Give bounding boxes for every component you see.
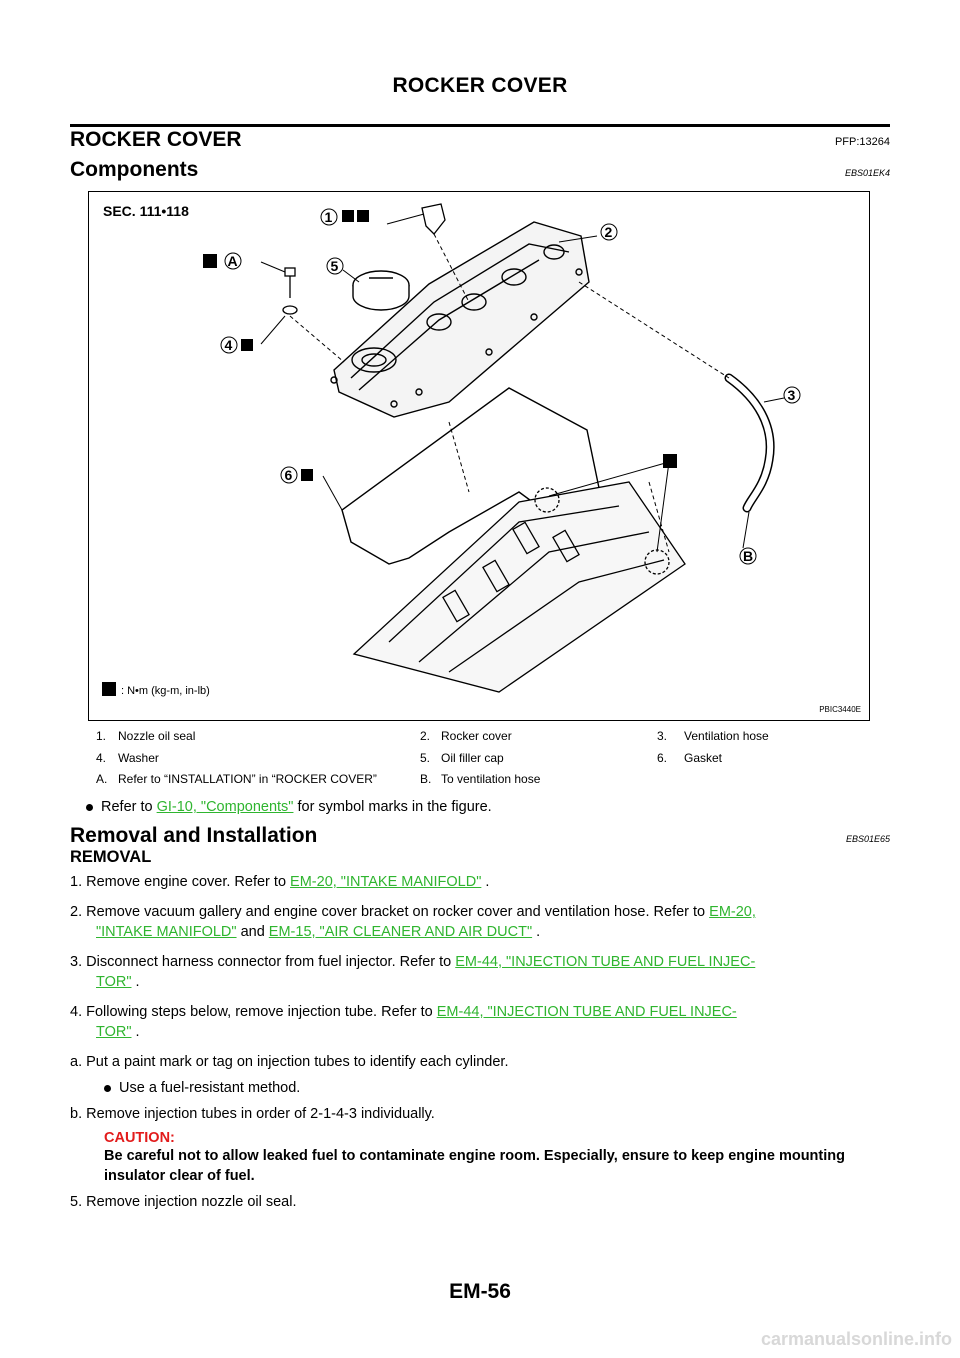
legend-1-text: Nozzle oil seal	[118, 729, 196, 743]
legend-A-num: A.	[96, 772, 108, 786]
running-header: ROCKER COVER	[392, 74, 568, 97]
callout-6: 6	[285, 467, 293, 483]
cylinder-head-drawing	[352, 481, 686, 693]
caution-text: Be careful not to allow leaked fuel to c…	[104, 1148, 845, 1184]
legend-6-num: 6.	[657, 751, 668, 765]
legend-5-num: 5.	[420, 751, 431, 765]
components-doc-code: EBS01EK4	[844, 168, 890, 178]
legend-4-text: Washer	[118, 751, 159, 765]
legend-3-text: Ventilation hose	[684, 729, 769, 743]
section-title: ROCKER COVER	[70, 128, 242, 151]
watermark: carmanualsonline.info	[760, 1329, 952, 1349]
components-figure: SEC. 111•118	[88, 191, 870, 721]
legend-2-num: 2.	[420, 729, 431, 743]
symbol-note: Refer to GI-10, "Components" for symbol …	[86, 799, 492, 815]
torque-symbol-icon	[203, 254, 217, 268]
legend-3-num: 3.	[657, 729, 668, 743]
figure-code: PBIC3440E	[819, 705, 861, 714]
legend-2-text: Rocker cover	[441, 729, 512, 743]
step-2: 2. Remove vacuum gallery and engine cove…	[70, 904, 756, 920]
legend-B-text: To ventilation hose	[441, 772, 541, 786]
rocker-cover-drawing	[330, 221, 590, 418]
oil-filler-cap-drawing	[352, 270, 410, 311]
part-code: PFP:13264	[834, 136, 890, 148]
header-rule	[70, 124, 890, 127]
sec-label: SEC. 111•118	[103, 203, 189, 219]
step-3: 3. Disconnect harness connector from fue…	[70, 954, 756, 970]
step-a: a. Put a paint mark or tag on injection …	[70, 1054, 509, 1070]
lubricate-icon	[357, 210, 369, 222]
caution-label: CAUTION:	[104, 1130, 175, 1146]
page-number: EM-56	[449, 1280, 511, 1303]
legend-1-num: 1.	[96, 729, 107, 743]
gi-10-components-link[interactable]: GI-10, "Components"	[156, 799, 294, 815]
removal-installation-heading: Removal and Installation	[70, 824, 318, 847]
legend-4-num: 4.	[96, 751, 107, 765]
note-post: for symbol marks in the figure.	[293, 799, 492, 815]
em-44-injection-link-2-cont[interactable]: TOR"	[96, 1024, 132, 1040]
em-20-link[interactable]: EM-20,	[709, 904, 756, 920]
em-15-air-cleaner-link[interactable]: EM-15, "AIR CLEANER AND AIR DUCT"	[268, 924, 533, 940]
step-3-cont: TOR" .	[96, 974, 140, 990]
callout-2: 2	[605, 224, 613, 240]
torque-symbol-icon	[102, 682, 116, 696]
not-reusable-icon	[301, 469, 313, 481]
em-44-injection-link-cont[interactable]: TOR"	[96, 974, 132, 990]
step-a-bullet: Use a fuel-resistant method.	[104, 1078, 890, 1098]
legend-6-text: Gasket	[684, 751, 723, 765]
legend-A-text: Refer to “INSTALLATION” in “ROCKER COVER…	[118, 772, 377, 786]
em-44-injection-link-2[interactable]: EM-44, "INJECTION TUBE AND FUEL INJEC-	[436, 1004, 737, 1020]
callout-leaders	[260, 213, 785, 553]
components-heading: Components	[70, 158, 199, 181]
not-reusable-icon	[342, 210, 354, 222]
step-5: 5. Remove injection nozzle oil seal.	[70, 1194, 297, 1210]
removal-installation-doc-code: EBS01E65	[845, 834, 890, 844]
callout-B: B	[743, 548, 753, 564]
callout-3: 3	[788, 387, 796, 403]
em-20-intake-manifold-link[interactable]: EM-20, "INTAKE MANIFOLD"	[290, 874, 482, 890]
removal-heading: REMOVAL	[70, 848, 152, 866]
gasket-drawing	[341, 387, 600, 565]
callout-4: 4	[225, 337, 233, 353]
legend-B-num: B.	[420, 772, 432, 786]
step-4: 4. Following steps below, remove injecti…	[70, 1004, 737, 1020]
bullet-icon	[104, 1084, 111, 1092]
legend-5-text: Oil filler cap	[441, 751, 504, 765]
callout-5: 5	[331, 258, 339, 274]
sealant-icon	[663, 454, 677, 468]
not-reusable-icon	[241, 339, 253, 351]
step-4-cont: TOR" .	[96, 1024, 140, 1040]
bullet-icon	[86, 803, 93, 811]
callout-A: A	[228, 253, 238, 269]
intake-manifold-link[interactable]: "INTAKE MANIFOLD"	[96, 924, 237, 940]
torque-note: : N•m (kg-m, in-lb)	[121, 685, 210, 697]
step-b: b. Remove injection tubes in order of 2-…	[70, 1106, 435, 1122]
step-1: 1. Remove engine cover. Refer to EM-20, …	[70, 874, 490, 890]
exploded-view-drawing: SEC. 111•118	[102, 203, 801, 697]
callout-1: 1	[325, 209, 333, 225]
nozzle-oil-seal-drawing	[421, 203, 446, 235]
step-2-cont: "INTAKE MANIFOLD" and EM-15, "AIR CLEANE…	[96, 924, 541, 940]
em-44-injection-link[interactable]: EM-44, "INJECTION TUBE AND FUEL INJEC-	[455, 954, 756, 970]
note-pre: Refer to	[101, 799, 157, 815]
leader-lines	[289, 233, 730, 553]
bolt-washer-drawing	[282, 267, 298, 315]
